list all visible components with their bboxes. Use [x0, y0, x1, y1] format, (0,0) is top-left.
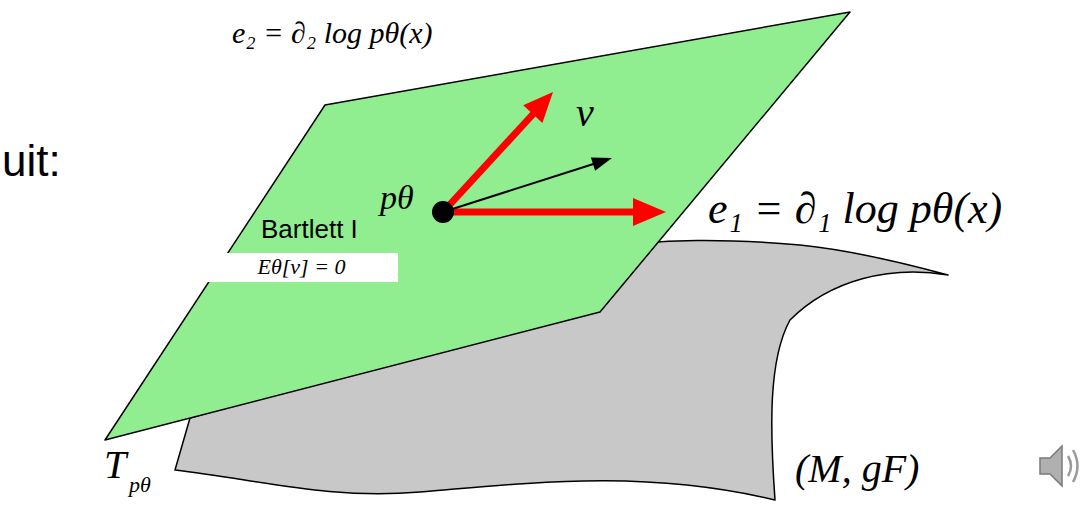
base-point [432, 201, 454, 223]
basis-formula: e₁ = ∂₁ log pθ(x) [708, 184, 1002, 235]
callout-box: Bartlett I Eθ[v] = 0 [205, 214, 398, 282]
basis-formula: e₂ = ∂₂ log pθ(x) [232, 16, 433, 51]
formula-text: Eθ[v] = 0 [205, 253, 398, 281]
arrow-head [591, 157, 612, 170]
arrow-head [633, 198, 666, 226]
tangent-vector-v [443, 164, 595, 213]
tangent-space-label: T [104, 442, 126, 488]
arrow-head [523, 92, 553, 123]
vector-label: v [576, 90, 594, 136]
basis-vector-e1 [443, 209, 636, 216]
manifold-label: (M, gF) [795, 446, 919, 492]
subscript-label: pθ [129, 472, 151, 497]
heading-label: Bartlett I [205, 214, 358, 245]
point-label: pθ [380, 178, 414, 217]
speaker-icon [1040, 446, 1078, 486]
slide-title-fragment: uit: [2, 136, 61, 187]
